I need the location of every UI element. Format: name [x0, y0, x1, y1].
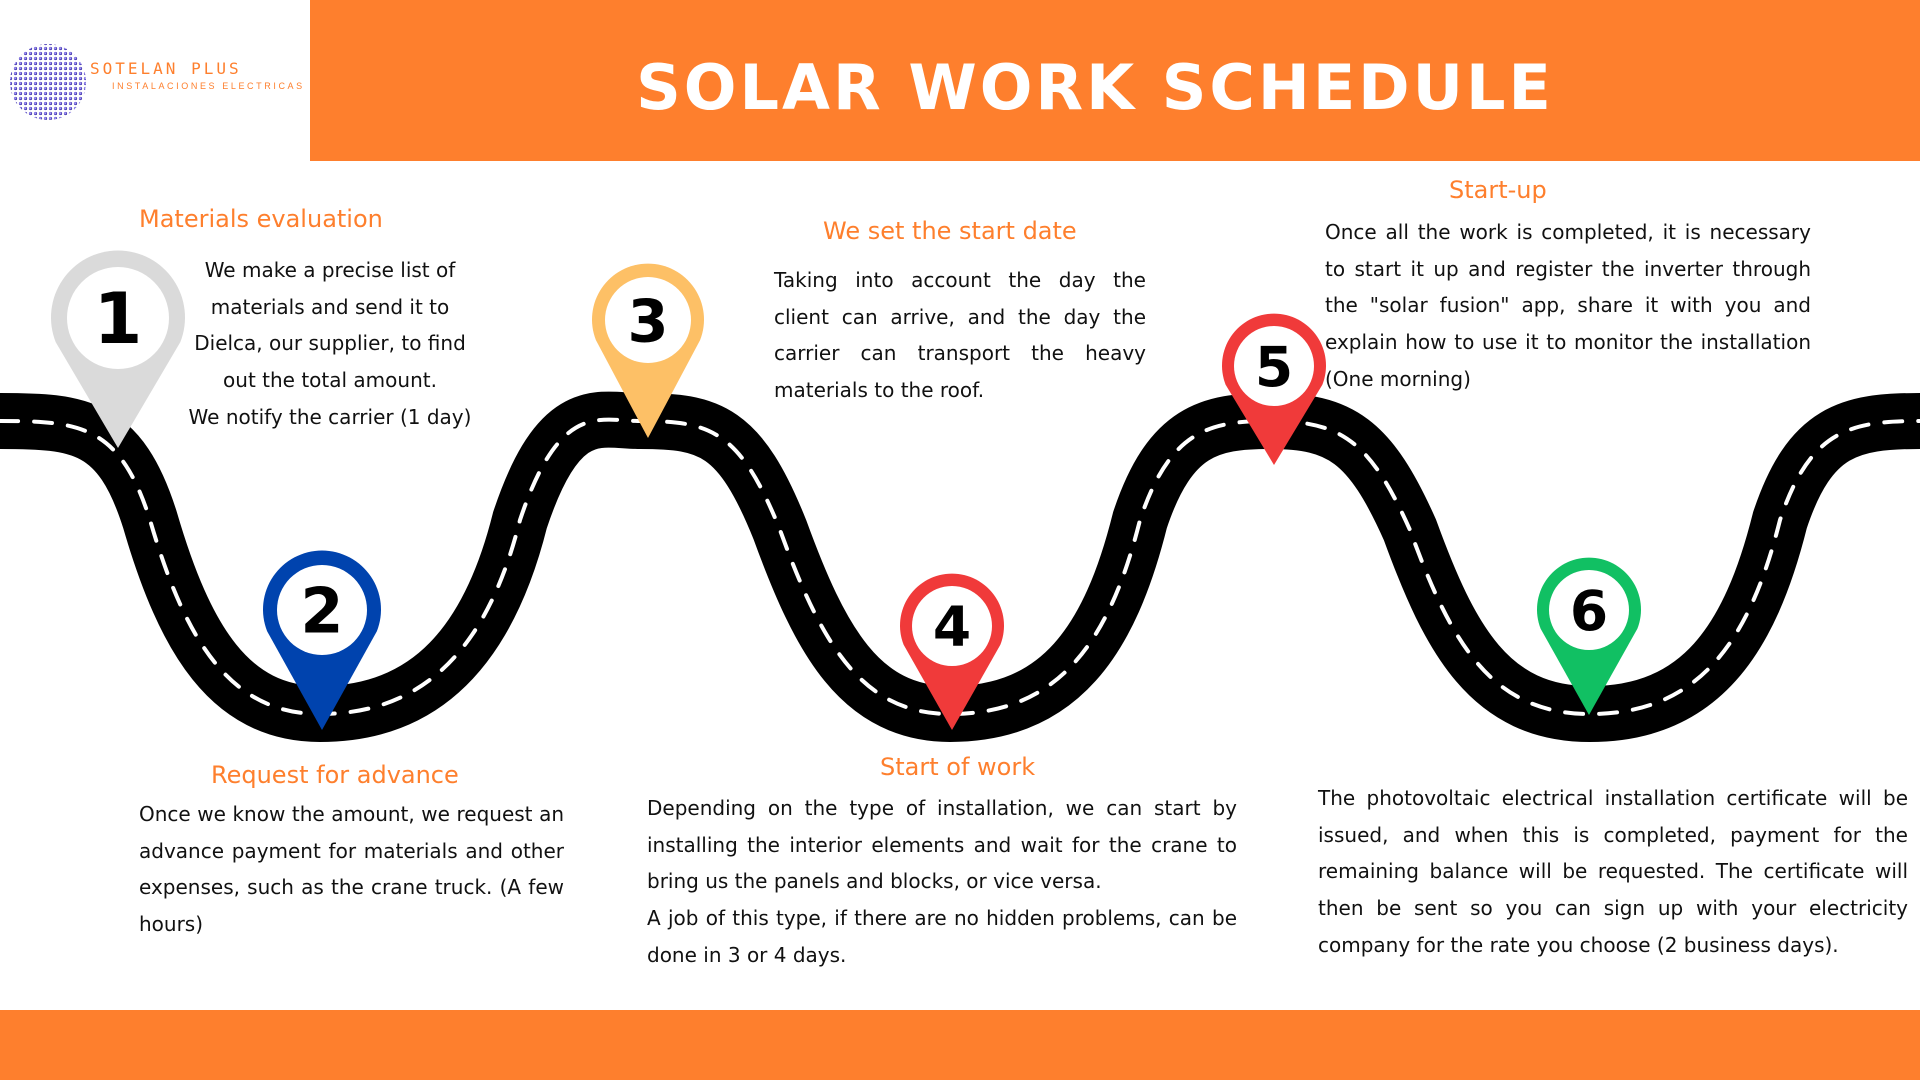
pin-center	[912, 586, 992, 666]
step-2-paragraph-1: Once we know the amount, we request an a…	[139, 802, 564, 937]
step-4-paragraph-1: Depending on the type of installation, w…	[647, 796, 1237, 894]
step-1-paragraph-1: We make a precise list of materials and …	[194, 258, 466, 393]
step-5-title: Start-up	[1449, 176, 1547, 204]
map-pin-3-icon: 3	[592, 263, 704, 438]
globe-icon	[10, 44, 86, 120]
step-6-description: The photovoltaic electrical installation…	[1318, 780, 1908, 964]
step-1-description: We make a precise list of materials and …	[180, 252, 480, 436]
step-3-description: Taking into account the day the client c…	[774, 262, 1146, 409]
pin-number: 1	[94, 278, 143, 360]
step-1-paragraph-2: We notify the carrier (1 day)	[188, 404, 472, 429]
pin-number: 6	[1570, 579, 1608, 643]
page-title: SOLAR WORK SCHEDULE	[636, 51, 1554, 124]
pin-number: 4	[933, 595, 971, 659]
step-4-paragraph-2: A job of this type, if there are no hidd…	[647, 906, 1237, 967]
pin-center	[1234, 326, 1314, 406]
map-pin-1-icon: 1	[51, 250, 185, 448]
footer-bar	[0, 1010, 1920, 1080]
pin-center	[277, 565, 367, 655]
map-pin-4-icon: 4	[900, 573, 1005, 730]
logo-tagline: INSTALACIONES ELECTRICAS	[112, 81, 305, 91]
step-4-title: Start of work	[880, 753, 1036, 781]
step-1-title: Materials evaluation	[139, 205, 383, 233]
map-pin-5-icon: 5	[1222, 313, 1326, 465]
step-6-paragraph-1: The photovoltaic electrical installation…	[1318, 786, 1908, 957]
company-logo: SOTELAN PLUS INSTALACIONES ELECTRICAS	[0, 0, 310, 161]
pin-number: 5	[1255, 335, 1293, 399]
pin-center	[605, 277, 691, 363]
pin-number: 2	[300, 575, 343, 648]
step-2-title: Request for advance	[211, 761, 459, 789]
logo-name: SOTELAN PLUS	[90, 59, 242, 78]
step-2-description: Once we know the amount, we request an a…	[139, 796, 564, 943]
step-4-description: Depending on the type of installation, w…	[647, 790, 1237, 974]
step-5-description: Once all the work is completed, it is ne…	[1325, 214, 1811, 398]
step-3-paragraph-1: Taking into account the day the client c…	[774, 268, 1146, 403]
step-3-title: We set the start date	[823, 217, 1077, 245]
map-pin-6-icon: 6	[1537, 557, 1642, 715]
pin-center	[67, 267, 169, 369]
header-bar	[310, 0, 1920, 161]
pin-number: 3	[627, 287, 668, 356]
step-5-paragraph-1: Once all the work is completed, it is ne…	[1325, 220, 1811, 391]
map-pin-2-icon: 2	[263, 550, 381, 730]
pin-center	[1549, 570, 1629, 650]
